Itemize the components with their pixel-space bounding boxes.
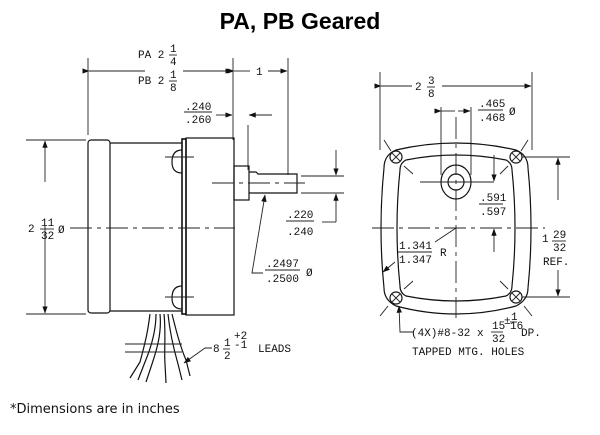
holes-note: (4X)#8-32 x — [411, 328, 484, 340]
side-view-labels: PA 2 1 4 PB 2 1 8 1 .240 .260 2 11 32 Ø … — [28, 44, 314, 363]
svg-text:8: 8 — [170, 83, 177, 95]
length-pa-label: PA 2 — [138, 50, 164, 62]
svg-text:Ø: Ø — [306, 268, 313, 280]
svg-text:Ø: Ø — [509, 107, 516, 119]
body-diameter-whole: 2 — [28, 224, 35, 236]
mounting-hole-bl — [389, 291, 403, 305]
boss-length-upper: .240 — [185, 102, 211, 114]
radius-lower: 1.347 — [399, 255, 432, 267]
hole-spacing-ref: REF. — [543, 257, 569, 269]
hole-spacing-whole: 1 — [542, 234, 549, 246]
svg-text:8: 8 — [428, 89, 435, 101]
shaft-diameter-lower: .2500 — [266, 274, 299, 286]
leads-length: 8 — [213, 344, 220, 356]
svg-text:1: 1 — [224, 338, 231, 350]
housing-inner — [396, 154, 516, 302]
svg-text:32: 32 — [492, 334, 505, 346]
front-view-labels: 2 3 8 .465 .468 Ø .591 .597 1.341 1.347 … — [398, 76, 569, 359]
page-title: PA, PB Geared — [219, 8, 381, 34]
motor-rear-cap — [87, 139, 111, 314]
svg-text:-1: -1 — [234, 340, 248, 352]
svg-text:+2: +2 — [234, 331, 247, 343]
svg-text:15: 15 — [492, 321, 505, 333]
lead-wires — [125, 313, 212, 384]
screw-head-bottom — [171, 285, 183, 310]
shaft-diameter-upper: .2497 — [266, 259, 299, 271]
svg-text:11: 11 — [41, 218, 55, 230]
output-shaft — [249, 171, 298, 194]
svg-text:R: R — [440, 248, 447, 260]
svg-text:4: 4 — [170, 57, 177, 69]
boss-length-lower: .260 — [185, 115, 211, 127]
svg-text:29: 29 — [553, 230, 566, 242]
svg-text:32: 32 — [553, 243, 566, 255]
side-view — [26, 58, 344, 384]
screw-head-top — [171, 149, 183, 174]
length-pb-label: PB 2 — [138, 76, 164, 88]
shaft-length-label: 1 — [256, 67, 263, 79]
leads-label: LEADS — [258, 344, 291, 356]
svg-text:1: 1 — [170, 44, 177, 56]
gearbox-body — [185, 137, 235, 316]
units-footnote: *Dimensions are in inches — [10, 402, 180, 417]
mounting-hole-tr — [509, 150, 523, 164]
svg-text:3: 3 — [428, 76, 435, 88]
svg-text:16: 16 — [510, 321, 523, 333]
holes-label: TAPPED MTG. HOLES — [412, 347, 525, 359]
svg-text:2: 2 — [224, 351, 231, 363]
radius-upper: 1.341 — [399, 241, 432, 253]
width-whole: 2 — [415, 82, 422, 94]
hub-diameter-upper: .465 — [479, 99, 505, 111]
hub-diameter-lower: .468 — [479, 113, 505, 125]
mounting-hole-br — [509, 290, 523, 304]
svg-text:1: 1 — [511, 312, 518, 324]
svg-text:1: 1 — [170, 70, 177, 82]
flat-depth-lower: .240 — [287, 227, 313, 239]
svg-text:DP.: DP. — [521, 328, 541, 340]
front-view — [372, 72, 570, 333]
svg-text:32: 32 — [41, 231, 54, 243]
gearbox-flange — [181, 138, 187, 315]
svg-text:±: ± — [504, 316, 511, 328]
diameter-symbol: Ø — [58, 225, 65, 237]
flat-depth-upper: .220 — [287, 210, 313, 222]
mounting-hole-tl — [389, 150, 403, 164]
hub-offset-upper: .591 — [480, 193, 507, 205]
hub-offset-lower: .597 — [480, 207, 506, 219]
